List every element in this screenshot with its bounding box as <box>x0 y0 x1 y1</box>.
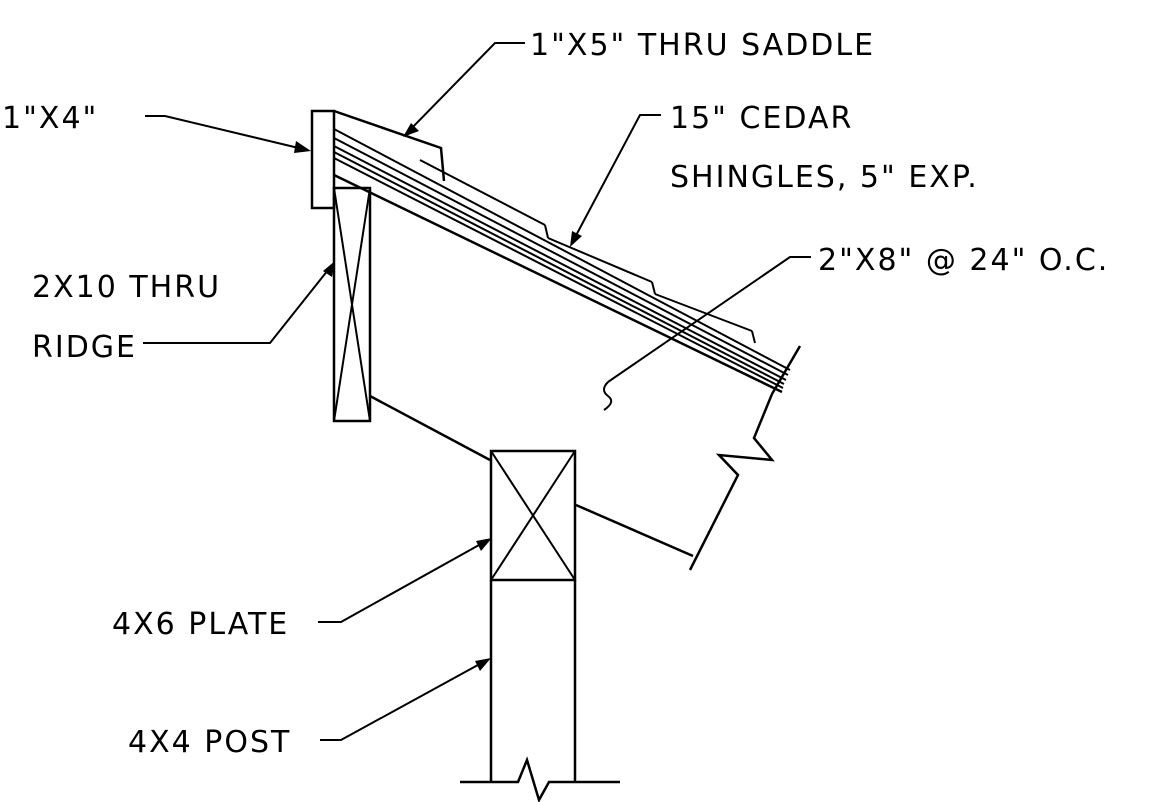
2x10-ridge-member <box>332 186 372 423</box>
shingle-layers <box>333 128 791 389</box>
1x5-saddle <box>333 109 446 182</box>
shingles-label-line2: SHINGLES, 5" EXP. <box>670 160 979 195</box>
rafter-label: 2"X8" @ 24" O.C. <box>818 243 1109 278</box>
ridge-leader <box>143 261 335 344</box>
1x4-label: 1"X4" <box>2 101 98 136</box>
ridge-label-line2: RIDGE <box>32 330 137 365</box>
rafter-leader <box>603 256 811 411</box>
1x4-leader <box>145 115 311 153</box>
1x4-board <box>310 109 336 210</box>
ridge-label-line1: 2X10 THRU <box>32 270 221 305</box>
post-label: 4X4 POST <box>128 725 291 760</box>
rafter <box>333 173 802 571</box>
saddle-leader <box>403 42 525 137</box>
post-leader <box>320 658 491 741</box>
plate-label: 4X6 PLATE <box>112 607 289 642</box>
shingles-label-line1: 15" CEDAR <box>670 101 853 136</box>
shingles-leader <box>570 114 661 247</box>
4x6-plate <box>489 449 577 582</box>
plate-leader <box>318 538 492 623</box>
saddle-label: 1"X5" THRU SADDLE <box>530 28 875 63</box>
4x4-post <box>460 580 620 802</box>
